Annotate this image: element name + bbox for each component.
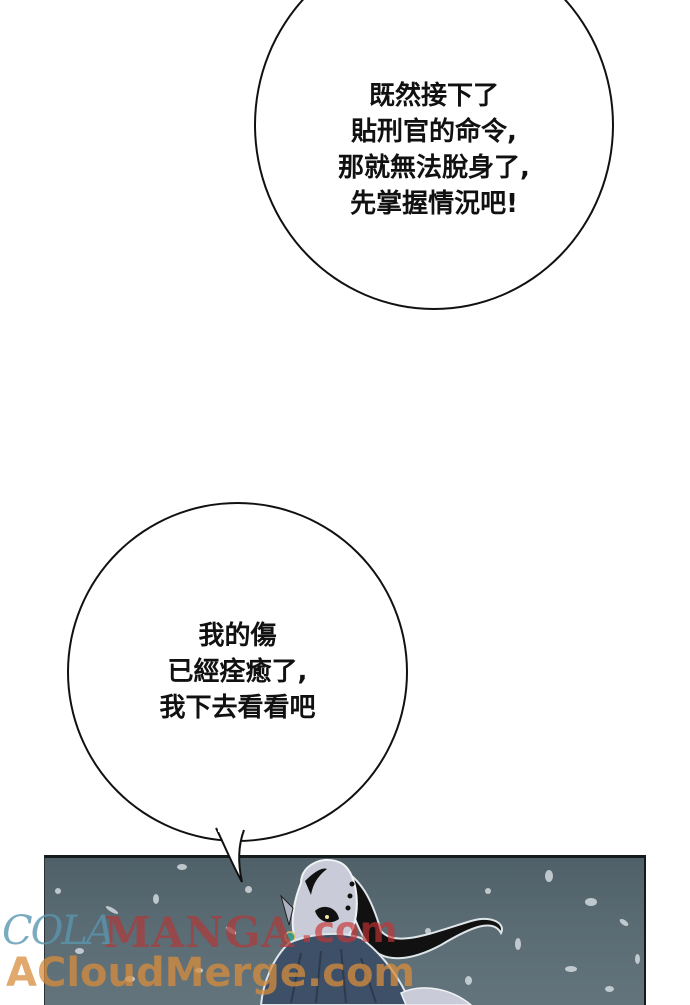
bubble-line: 那就無法脫身了,: [338, 153, 530, 183]
snowflake: [635, 954, 640, 964]
speech-bubble-top: 既然接下了 貼刑官的命令, 那就無法脫身了, 先掌握情況吧!: [254, 0, 614, 310]
snowflake: [75, 948, 84, 954]
snowflake: [465, 976, 472, 985]
bubble-line: 貼刑官的命令,: [351, 117, 517, 147]
bubble-line: 已經痊癒了,: [167, 657, 308, 687]
snowflake: [177, 864, 187, 870]
speech-bubble-bottom: 我的傷 已經痊癒了, 我下去看看吧: [67, 502, 408, 842]
snowflake: [125, 976, 135, 982]
snowflake: [485, 888, 491, 894]
bubble-line: 我下去看看吧: [159, 693, 316, 723]
bubble-line: 先掌握情況吧!: [350, 189, 518, 219]
snowflake: [585, 898, 597, 906]
snowflake: [515, 938, 521, 950]
snowflake: [195, 968, 203, 973]
snowflake: [55, 888, 61, 894]
snowflake: [153, 894, 159, 904]
bubble-line: 我的傷: [198, 621, 277, 651]
speech-bubble-tail-icon: [215, 826, 245, 883]
bubble-text-bottom: 我的傷 已經痊癒了, 我下去看看吧: [159, 618, 315, 726]
comic-panel-snow-scene: [44, 855, 646, 1005]
bubble-text-top: 既然接下了 貼刑官的命令, 那就無法脫身了, 先掌握情況吧!: [338, 78, 530, 222]
character-illustration: [259, 858, 503, 1005]
snowflake: [605, 986, 614, 992]
snowflake: [425, 928, 431, 934]
snowflake: [565, 966, 577, 972]
bubble-line: 既然接下了: [368, 81, 499, 111]
snowflake: [245, 886, 252, 893]
snowflake: [545, 870, 553, 882]
